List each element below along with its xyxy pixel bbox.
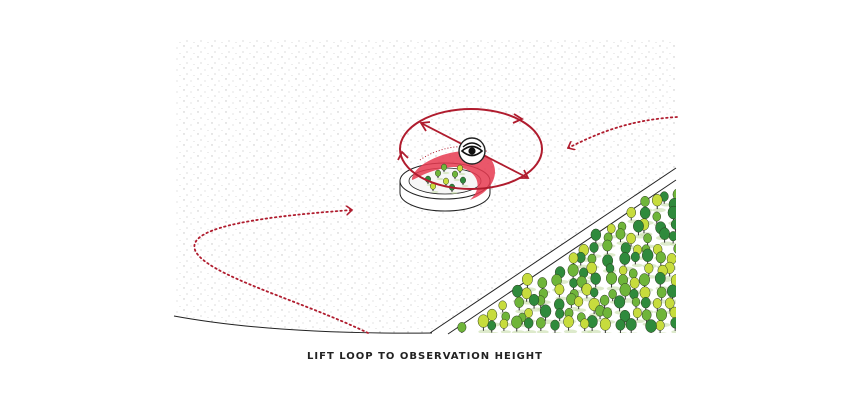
tree-icon — [679, 288, 690, 303]
tree-icon — [680, 179, 692, 194]
tree-icon — [672, 188, 676, 207]
tree-icon — [514, 296, 528, 314]
tree-icon — [615, 228, 629, 246]
diagram-caption: LIFT LOOP TO OBSERVATION HEIGHT — [307, 351, 543, 362]
tree-icon — [499, 318, 512, 333]
tree-icon — [685, 190, 696, 204]
approach-path-left — [193, 210, 369, 334]
view-axis-arrow-start — [419, 121, 431, 132]
loop-arrow-left — [397, 150, 409, 161]
tree-icon — [535, 317, 549, 333]
tree-icon — [457, 164, 466, 176]
tree-icon — [655, 320, 668, 333]
ground-edge-diagonal — [429, 167, 677, 334]
tree-icon — [563, 315, 578, 333]
loop-arrow-top — [512, 113, 524, 124]
pavilion-trees — [425, 163, 469, 195]
tree-icon — [659, 227, 674, 246]
tree-icon — [682, 250, 696, 269]
tree-icon — [630, 251, 643, 268]
tree-icon — [554, 283, 568, 301]
tree-icon — [645, 319, 657, 333]
tree-icon — [511, 315, 526, 333]
tree-icon — [685, 310, 698, 327]
tree-icon — [435, 169, 444, 181]
tree-icon — [683, 217, 697, 235]
approach-path-right — [568, 116, 678, 148]
tree-icon — [679, 275, 693, 294]
tree-icon — [590, 272, 605, 291]
ground-edge-left — [173, 315, 433, 334]
tree-icon — [679, 265, 690, 280]
view-axis-arrow-end — [519, 169, 530, 179]
tree-icon — [477, 314, 493, 333]
tree-icon — [668, 231, 676, 247]
tree-icon — [684, 297, 698, 315]
tree-icon — [599, 317, 615, 333]
tree-icon — [670, 317, 676, 333]
tree-icon — [460, 176, 469, 188]
tree-icon — [441, 163, 450, 175]
eye-icon — [458, 137, 486, 165]
tree-icon — [457, 322, 467, 333]
tree-grove — [457, 179, 699, 336]
tree-icon — [685, 196, 698, 213]
tree-icon — [632, 307, 645, 323]
tree-icon — [682, 209, 697, 228]
tree-icon — [580, 318, 593, 333]
tree-icon — [574, 296, 587, 312]
tree-icon — [550, 319, 563, 333]
tree-icon — [651, 194, 666, 213]
rotation-loop — [399, 108, 543, 190]
tree-icon — [430, 182, 439, 194]
tree-icon — [523, 317, 537, 333]
tree-icon — [528, 293, 543, 312]
vegetation-edge — [447, 179, 677, 335]
tree-icon — [452, 170, 461, 182]
tree-icon — [606, 271, 621, 291]
tree-icon — [686, 319, 699, 336]
tree-icon — [625, 318, 640, 333]
tree-icon — [602, 239, 616, 257]
tree-icon — [487, 320, 499, 333]
tree-icon — [681, 228, 694, 246]
tree-icon — [680, 240, 694, 258]
tree-icon — [615, 319, 629, 333]
tree-icon — [673, 243, 676, 260]
